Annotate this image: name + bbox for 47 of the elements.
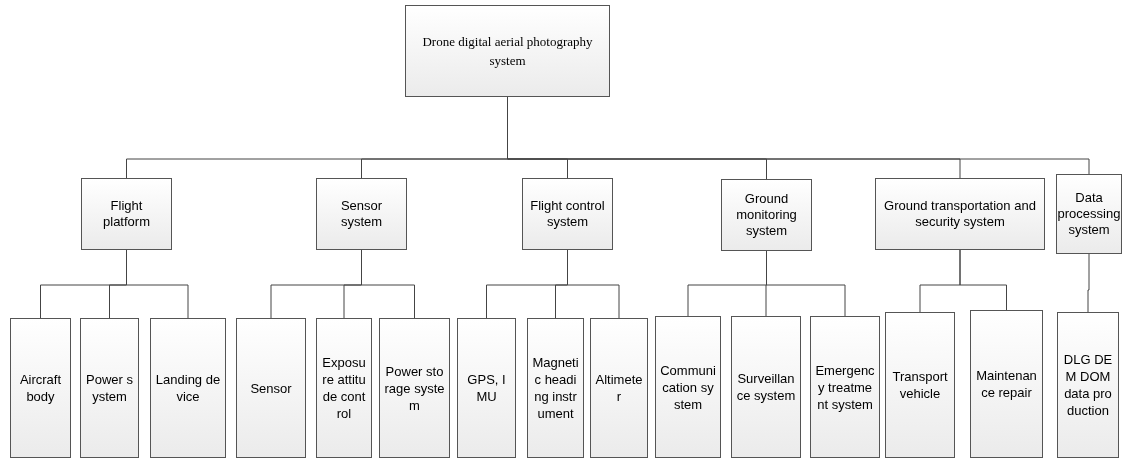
connector-line — [959, 249, 1007, 311]
node-box — [970, 310, 1043, 458]
node-label: Ground transportation and security system — [883, 198, 1037, 230]
node-box — [457, 318, 516, 458]
node-label: GPS, IMU — [466, 371, 507, 405]
node-label: Ground monitoring system — [735, 191, 798, 239]
node-box — [655, 316, 721, 458]
node-box — [590, 318, 648, 458]
node-label: Transport vehicle — [891, 368, 949, 402]
node-label: Sensor system — [339, 198, 384, 230]
node-label: Maintenance repair — [975, 367, 1038, 401]
connector-line — [361, 249, 415, 319]
node-label: Flight platform — [102, 198, 151, 230]
node-box — [80, 318, 139, 458]
node-box — [10, 318, 71, 458]
node-box — [81, 178, 172, 250]
node-label: Altimeter — [594, 371, 644, 405]
node-label: DLG DEM DOM data production — [1062, 351, 1114, 419]
node-box — [316, 318, 372, 458]
node-box — [379, 318, 450, 458]
node-label: Power storage system — [383, 362, 446, 414]
node-label: Exposure attitude control — [321, 354, 367, 422]
node-label: Landing device — [154, 371, 222, 405]
node-label: Emergency treatment system — [814, 361, 876, 413]
node-box — [316, 178, 407, 250]
node-box — [1057, 312, 1119, 458]
node-box — [236, 318, 306, 458]
connector-line — [1087, 253, 1090, 313]
node-label: Flight control system — [529, 198, 606, 230]
node-box — [885, 312, 955, 458]
node-box — [522, 178, 613, 250]
node-label: Data processing system — [1056, 190, 1122, 238]
node-box — [810, 316, 880, 458]
node-box — [721, 179, 812, 251]
node-label: Magnetic heading instrument — [531, 354, 580, 422]
node-label: Drone digital aerial photography system — [421, 32, 594, 70]
node-box — [875, 178, 1045, 250]
node-box — [527, 318, 584, 458]
node-label: Sensor — [249, 379, 293, 397]
node-box — [1056, 174, 1122, 254]
node-box — [405, 5, 610, 97]
node-label: Power system — [85, 371, 134, 405]
node-box — [731, 316, 801, 458]
node-label: Aircraft body — [18, 371, 63, 405]
node-label: Communication system — [659, 361, 717, 413]
node-box — [150, 318, 226, 458]
node-label: Surveillance system — [735, 370, 797, 404]
